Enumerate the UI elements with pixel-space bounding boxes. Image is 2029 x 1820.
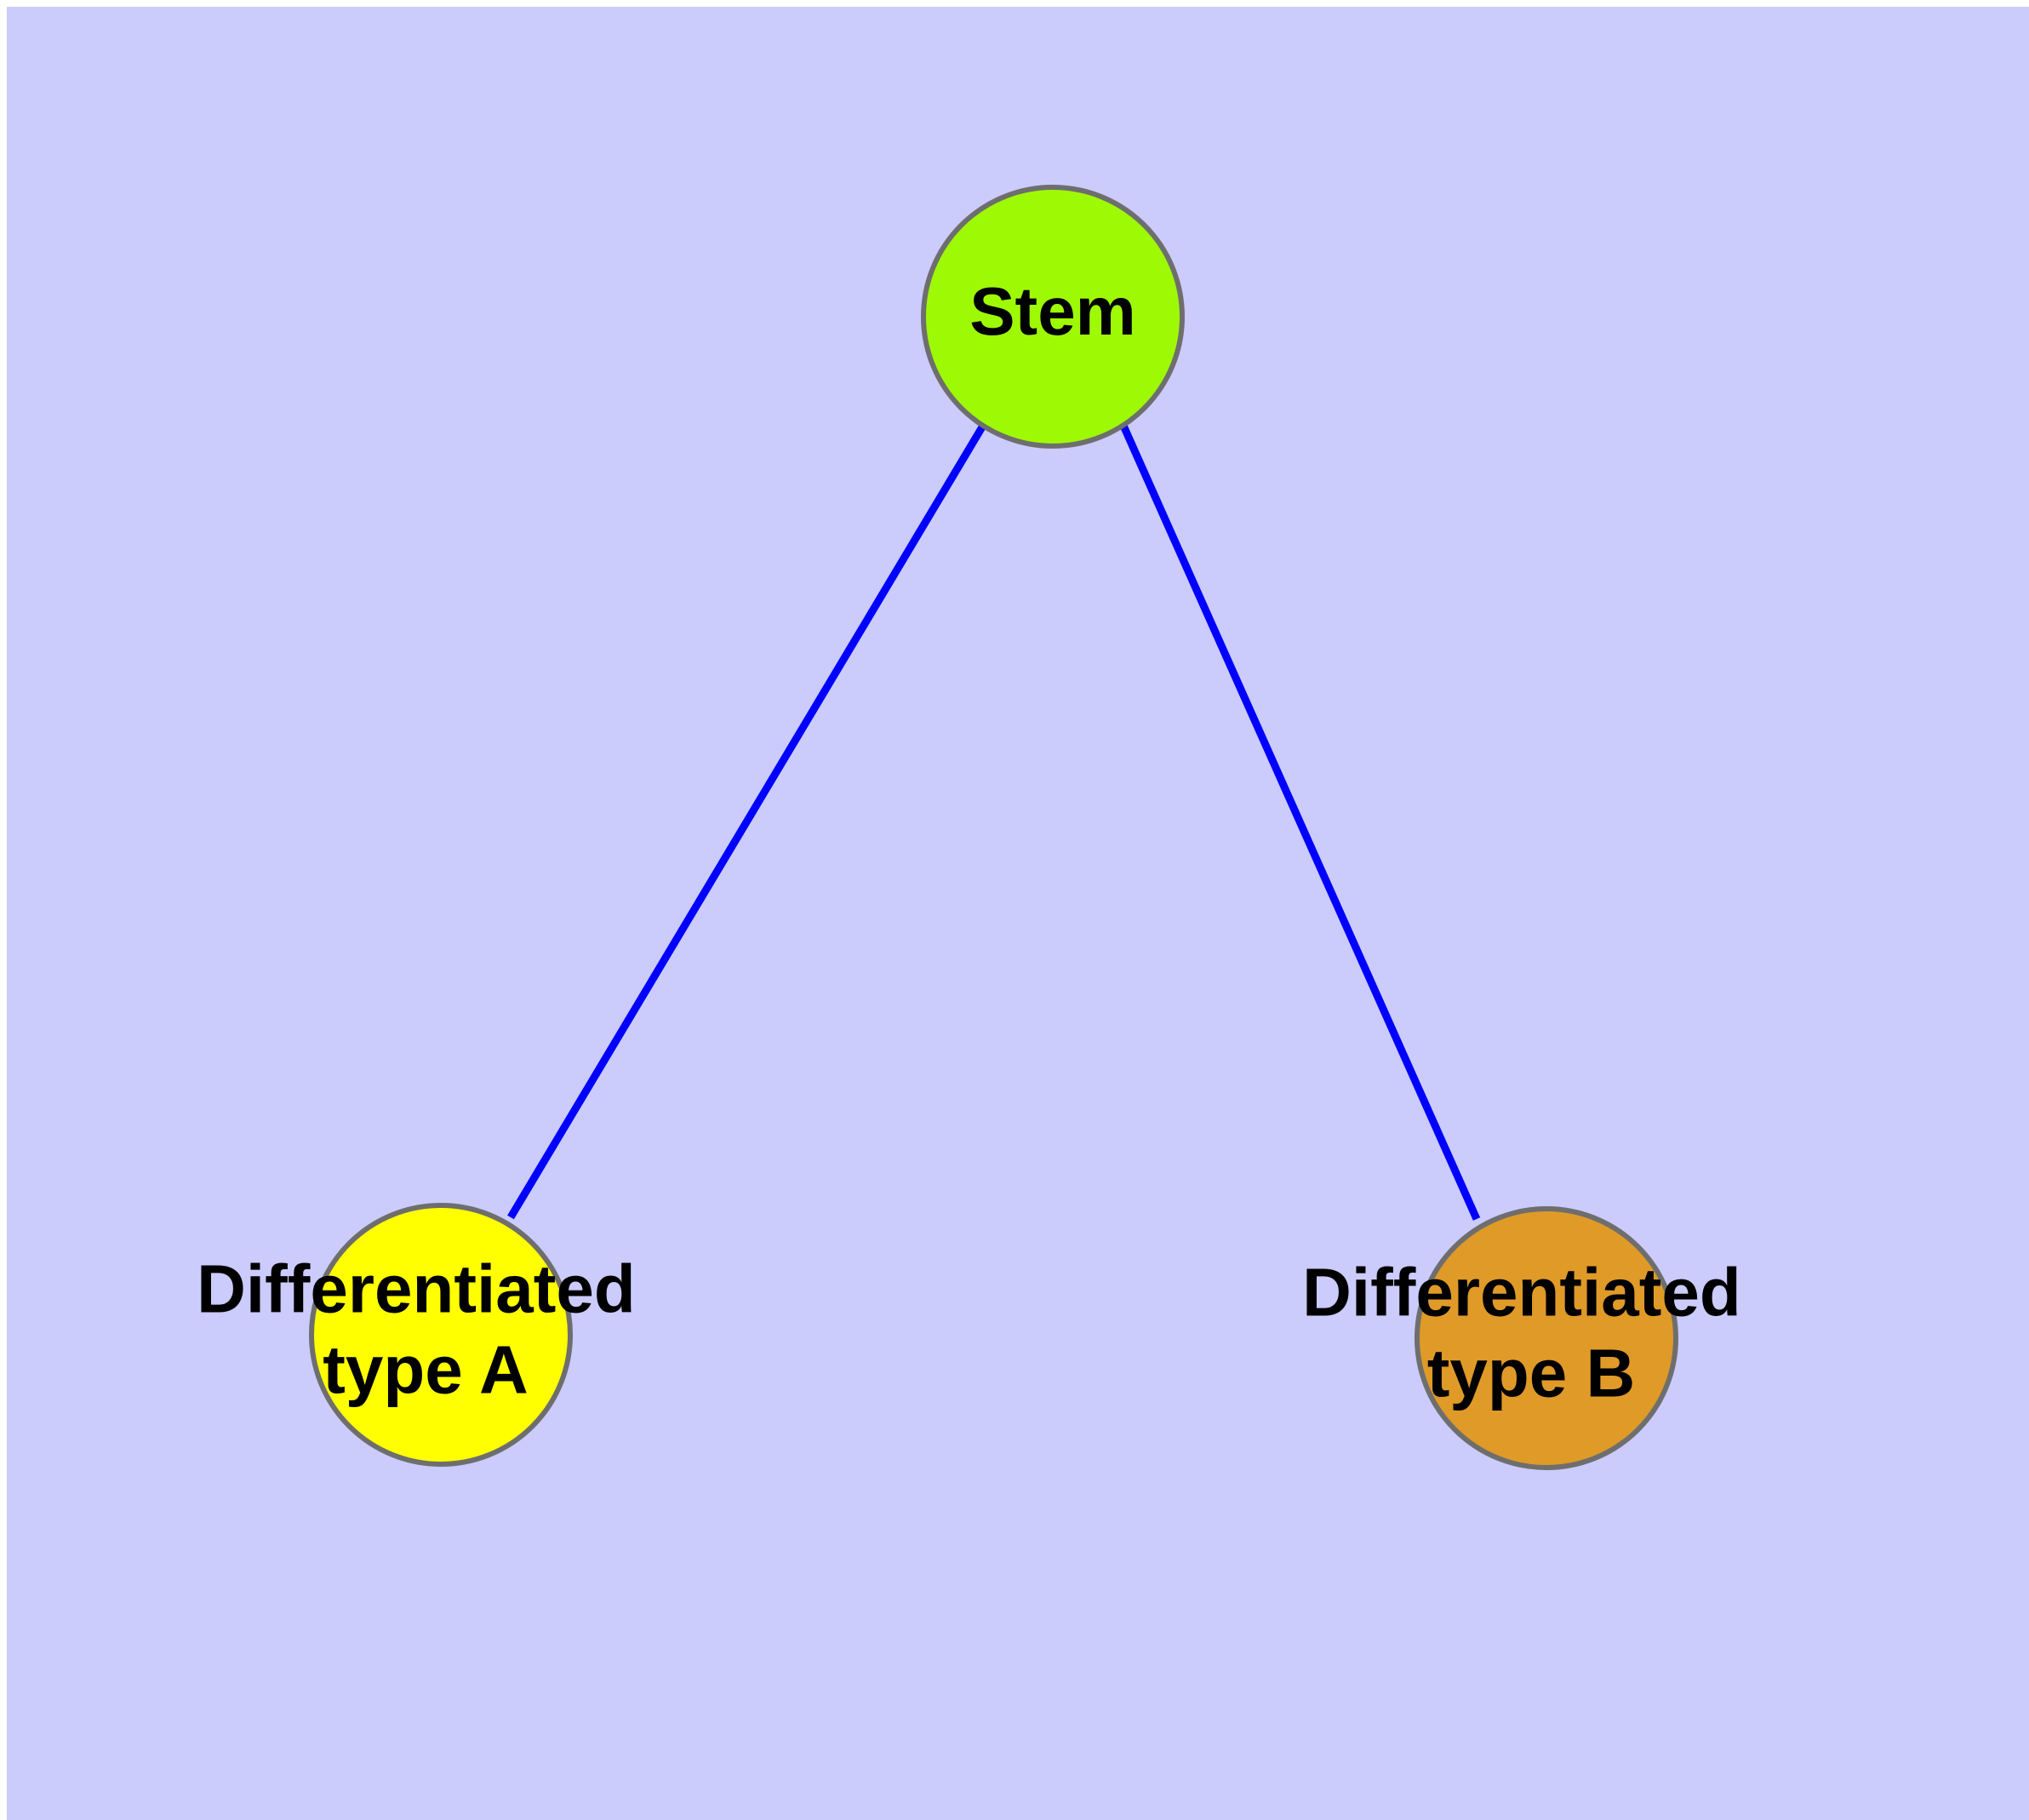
node-differentiated-type-b[interactable] (1415, 1206, 1678, 1470)
node-circle-differentiated-type-b[interactable] (1415, 1206, 1678, 1470)
node-label-differentiated-type-b-line2: type B (1427, 1336, 1636, 1411)
label-layer: Stem Differentiated type A Differentiate… (197, 273, 1760, 1411)
edge-stem-to-differentiated-type-a[interactable] (507, 423, 986, 1220)
node-circle-differentiated-type-a[interactable] (309, 1203, 573, 1467)
edge-stem-to-differentiated-type-b[interactable] (1119, 424, 1481, 1221)
node-label-differentiated-type-a-line1: Differentiated (197, 1251, 636, 1327)
node-label-stem-line1: Stem (969, 273, 1136, 349)
node-label-differentiated-type-b-line1: Differentiated (1302, 1255, 1741, 1331)
node-circle-stem[interactable] (921, 185, 1185, 449)
node-layer (309, 185, 1678, 1470)
edge-layer (507, 423, 1481, 1221)
node-differentiated-type-a[interactable] (309, 1203, 573, 1467)
node-stem[interactable] (921, 185, 1185, 449)
node-label-stem: Stem (969, 273, 1136, 349)
node-label-differentiated-type-a-line2: type A (323, 1332, 529, 1408)
node-label-differentiated-type-b: Differentiated type B (1302, 1255, 1760, 1411)
node-label-differentiated-type-a: Differentiated type A (197, 1251, 654, 1408)
